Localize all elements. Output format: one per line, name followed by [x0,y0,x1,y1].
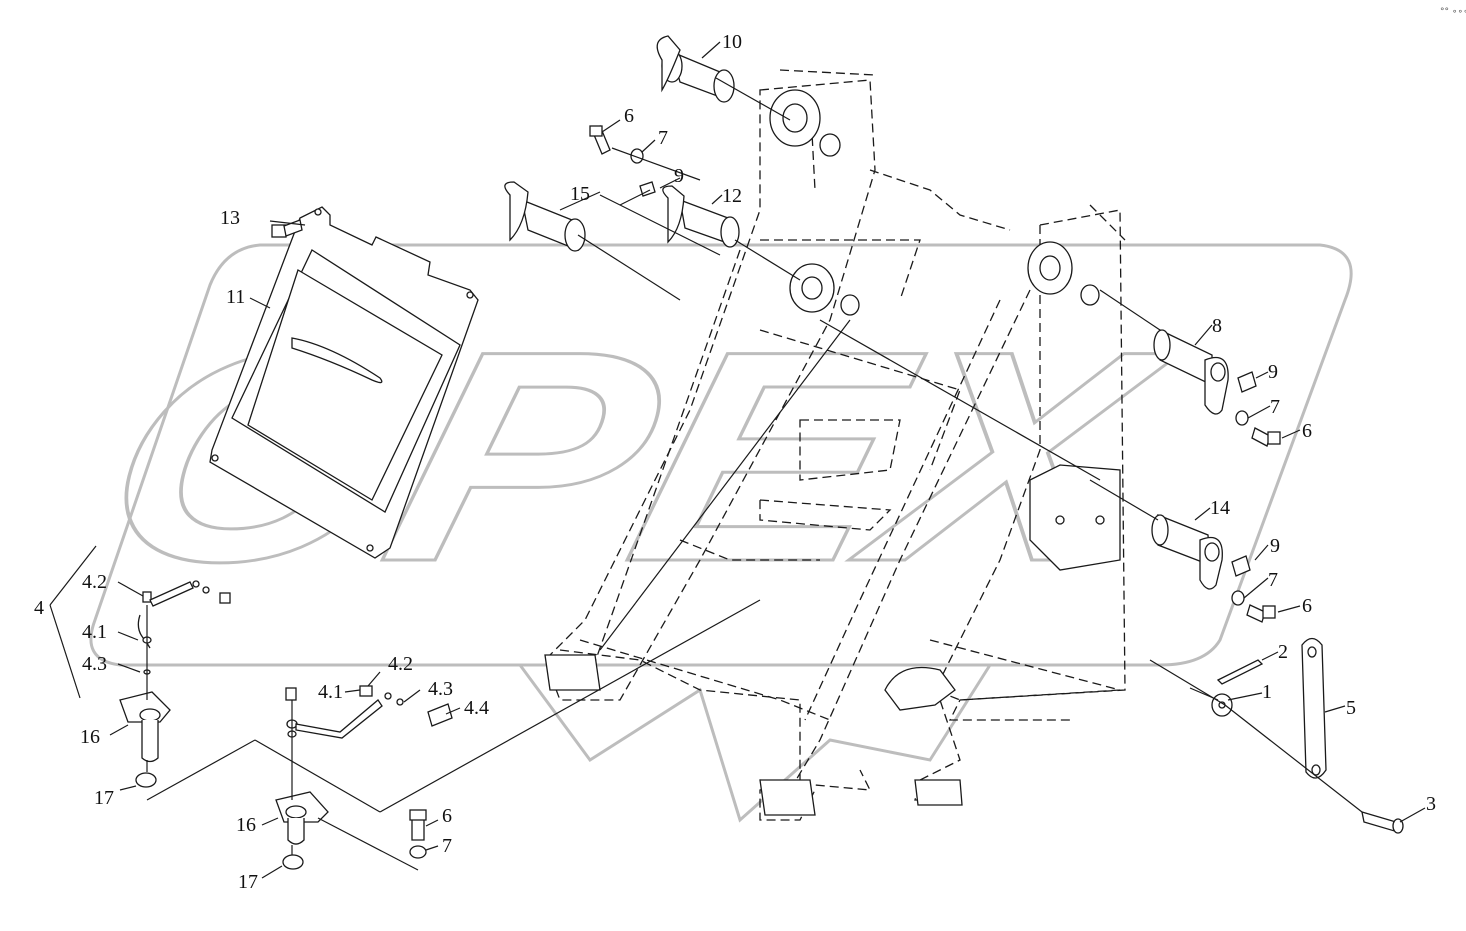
callout-7-top: 7 [658,127,668,149]
lube-line-assembly-center [285,685,453,739]
bushing-part-17-left [135,772,157,788]
cotter-pin-part-2 [1216,659,1264,685]
callout-9-right-bottom: 9 [1270,535,1280,557]
loader-frame [544,69,1126,821]
callout-4-2-center: 4.2 [388,653,413,675]
callout-labels: 10 6 7 9 12 15 13 11 8 9 7 6 14 9 7 6 2 … [34,31,1436,893]
pin-part-3 [1361,811,1404,834]
callout-9-top: 9 [674,165,684,187]
callout-8: 8 [1212,315,1222,337]
callout-6-center: 6 [442,805,452,827]
callout-5: 5 [1346,697,1356,719]
bracket-part-16-left [119,691,171,763]
callout-4-3-left: 4.3 [82,653,107,675]
callout-4-1-center: 4.1 [318,681,343,703]
link-part-5 [1301,637,1327,779]
callout-4-2-left: 4.2 [82,571,107,593]
callout-6-right-bottom: 6 [1302,595,1312,617]
washer-part-7-right [1231,410,1249,606]
pin-part-12 [662,185,740,248]
window-panel-part-11 [209,206,479,559]
callout-4: 4 [34,597,44,619]
bolt-part-13 [271,219,303,238]
bolt-part-6-right [1246,427,1281,623]
bracket-part-16-center [275,791,329,845]
callout-7-right-bottom: 7 [1268,569,1278,591]
callout-12: 12 [722,185,742,207]
callout-6-top: 6 [624,105,634,127]
pin-part-14 [1151,514,1223,590]
leader-lines [49,41,1426,879]
callout-15: 15 [570,183,590,205]
callout-1: 1 [1262,681,1272,703]
washer-part-7-center [409,845,427,859]
callout-16-left: 16 [80,726,100,748]
bolt-part-6-top [589,125,611,155]
callout-10: 10 [722,31,742,53]
callout-7-right-top: 7 [1270,396,1280,418]
callout-3: 3 [1426,793,1436,815]
washer-part-1 [1211,693,1233,717]
corner-mark: °° ∘∘∘ [1440,7,1466,17]
callout-11: 11 [226,286,245,308]
pin-part-8 [1153,328,1229,415]
callout-13: 13 [220,207,240,229]
bolt-part-6-center [409,809,427,841]
callout-2: 2 [1278,641,1288,663]
washer-part-7-top [630,148,644,164]
pin-part-15 [504,181,586,252]
lube-line-assembly-left [137,580,231,675]
callout-6-right-top: 6 [1302,420,1312,442]
bushing-part-17-center [282,854,304,870]
callout-17-center: 17 [238,871,258,893]
callout-7-center: 7 [442,835,452,857]
callout-9-right-top: 9 [1268,361,1278,383]
callout-14: 14 [1210,497,1230,519]
callout-16-center: 16 [236,814,256,836]
callout-17-left: 17 [94,787,114,809]
fitting-part-9-right [1231,371,1257,577]
pin-part-10 [656,35,735,103]
callout-4-4: 4.4 [464,697,489,719]
callout-4-3-center: 4.3 [428,678,453,700]
callout-4-1-left: 4.1 [82,621,107,643]
